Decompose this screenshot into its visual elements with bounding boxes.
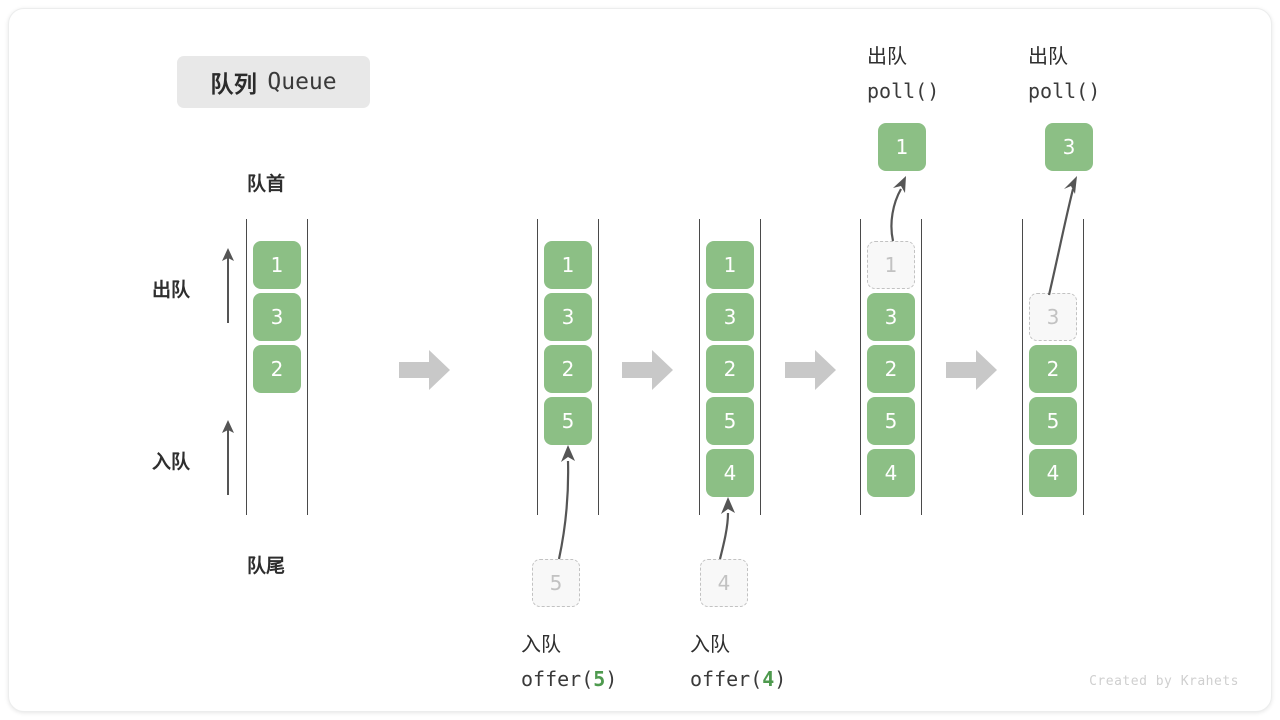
queue-cell: 4	[867, 449, 915, 497]
flow-arrow-icon	[785, 350, 836, 390]
queue-cell: 2	[253, 345, 301, 393]
queue-cell-vacated: 1	[867, 241, 915, 289]
dequeue-direction-label: 出队	[152, 279, 191, 301]
queue-cell: 2	[1029, 345, 1077, 393]
incoming-element-5: 5	[532, 559, 580, 607]
dequeue-curved-arrow-icon	[890, 176, 906, 242]
operation-code-pre: offer(	[690, 667, 763, 691]
queue-cell: 1	[544, 241, 592, 289]
column-rail-right	[307, 219, 308, 515]
column-rail-right	[921, 219, 922, 515]
queue-tail-label: 队尾	[247, 555, 286, 577]
operation-code-pre: poll(	[1028, 79, 1089, 103]
column-rail-left	[699, 219, 700, 515]
queue-cell: 4	[1029, 449, 1077, 497]
queue-cell: 3	[867, 293, 915, 341]
operation-label-cn: 出队	[867, 44, 907, 68]
operation-code-post: )	[1088, 79, 1101, 103]
queue-cell: 5	[706, 397, 754, 445]
enqueue-direction-arrow-icon	[222, 420, 234, 495]
operation-code-arg: 5	[593, 667, 606, 691]
queue-cell-vacated: 3	[1029, 293, 1077, 341]
operation-label-cn: 出队	[1028, 44, 1068, 68]
column-rail-left	[246, 219, 247, 515]
queue-cell: 1	[253, 241, 301, 289]
operation-label-offer-4: 入队 offer(4)	[690, 627, 786, 697]
queue-cell: 5	[867, 397, 915, 445]
queue-cell: 2	[867, 345, 915, 393]
operation-label-poll-2: 出队 poll()	[1028, 39, 1100, 109]
queue-cell: 3	[544, 293, 592, 341]
operation-label-offer-5: 入队 offer(5)	[521, 627, 617, 697]
flow-arrow-icon	[399, 350, 450, 390]
operation-code-arg: 4	[762, 667, 775, 691]
queue-cell: 4	[706, 449, 754, 497]
diagram-title-cn: 队列	[210, 72, 258, 98]
enqueue-curved-arrow-icon	[718, 497, 735, 560]
outgoing-element-3: 3	[1045, 123, 1093, 171]
flow-arrow-icon	[622, 350, 673, 390]
watermark-credit: Created by Krahets	[1089, 674, 1239, 689]
column-rail-left	[860, 219, 861, 515]
incoming-element-4: 4	[700, 559, 748, 607]
queue-cell: 5	[1029, 397, 1077, 445]
queue-cell: 5	[544, 397, 592, 445]
diagram-title-chip: 队列 Queue	[177, 56, 370, 108]
flow-arrow-icon	[946, 350, 997, 390]
operation-code-pre: poll(	[867, 79, 928, 103]
queue-cell: 2	[544, 345, 592, 393]
dequeue-direction-arrow-icon	[222, 248, 234, 323]
column-rail-right	[598, 219, 599, 515]
outgoing-element-1: 1	[878, 123, 926, 171]
queue-cell: 3	[706, 293, 754, 341]
queue-cell: 1	[706, 241, 754, 289]
operation-code-post: )	[605, 667, 618, 691]
diagram-card: 队列 Queue 队首 队尾 出队 入队 1 3 2 1 3 2 5 5	[8, 8, 1272, 712]
column-rail-left	[537, 219, 538, 515]
column-rail-right	[1083, 219, 1084, 515]
column-rail-left	[1022, 219, 1023, 515]
enqueue-curved-arrow-icon	[557, 445, 575, 560]
operation-label-poll-1: 出队 poll()	[867, 39, 939, 109]
enqueue-direction-label: 入队	[152, 451, 191, 473]
operation-code-post: )	[774, 667, 787, 691]
diagram-title-en: Queue	[267, 69, 337, 95]
operation-label-cn: 入队	[521, 632, 561, 656]
column-rail-right	[760, 219, 761, 515]
operation-code-post: )	[927, 79, 940, 103]
queue-cell: 3	[253, 293, 301, 341]
operation-code-pre: offer(	[521, 667, 594, 691]
dequeue-curved-arrow-icon	[1047, 176, 1077, 296]
queue-cell: 2	[706, 345, 754, 393]
operation-label-cn: 入队	[690, 632, 730, 656]
queue-head-label: 队首	[247, 173, 286, 195]
